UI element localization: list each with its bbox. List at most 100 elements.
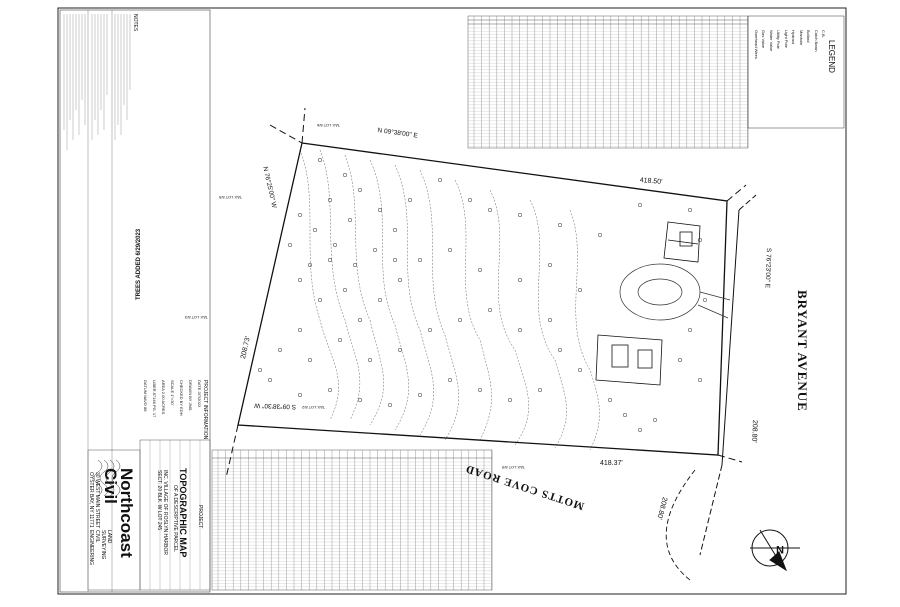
legend-item: Gas Valve: [761, 30, 766, 49]
tree-icon: [277, 347, 283, 353]
tree-icon: [392, 257, 398, 263]
tree-icon: [307, 262, 313, 268]
tree-icon: [317, 157, 323, 163]
tree-icon: [357, 187, 363, 193]
tree-icon: [447, 377, 453, 383]
tree-icon: [372, 247, 378, 253]
tree-icon: [517, 327, 523, 333]
project-info-row: DRAWN BY JMS: [188, 380, 193, 411]
tree-icon: [597, 232, 603, 238]
bearing-east: S 76°23'00" E: [763, 247, 772, 289]
distance-right: 208.80': [750, 419, 758, 443]
tree-icon: [377, 297, 383, 303]
house-south: [595, 334, 663, 386]
tree-icon: [577, 287, 583, 293]
project-info-row: DATUM NAVD 88: [143, 380, 148, 412]
tree-icon: [387, 402, 393, 408]
tree-icon: [342, 287, 348, 293]
tree-icon: [652, 417, 658, 423]
legend-item: Utility Pole: [776, 30, 781, 49]
tree-icon: [297, 212, 303, 218]
tree-icon: [457, 317, 463, 323]
legend-item: Catch Basin: [813, 30, 819, 52]
tree-icon: [447, 247, 453, 253]
tree-icon: [697, 377, 703, 383]
tree-icon: [287, 242, 293, 248]
tree-icon: [397, 277, 403, 283]
company-tagline-3: CIVIL: [94, 530, 100, 543]
tree-icon: [367, 357, 373, 363]
company-address-1: 30 WEST MAIN STREET: [94, 472, 100, 529]
tree-icon: [487, 307, 493, 313]
tree-icon: [392, 227, 398, 233]
project-heading: PROJECT: [197, 505, 203, 529]
project-info-row: SCALE 1"=30': [170, 380, 175, 406]
tree-icon: [327, 387, 333, 393]
tree-icon: [332, 242, 338, 248]
tree-icon: [557, 222, 563, 228]
tree-icon: [327, 197, 333, 203]
tree-icon: [547, 317, 553, 323]
tree-icon: [337, 337, 343, 343]
tree-icon: [357, 397, 363, 403]
tree-icon: [257, 367, 263, 373]
extension-lines: [225, 107, 747, 479]
bryant-avenue-road: [699, 194, 757, 556]
legend-item: C.B.: [821, 30, 826, 38]
tree-icon: [297, 277, 303, 283]
project-info-heading: PROJECT INFORMATION: [202, 380, 208, 440]
tree-icon: [417, 257, 423, 263]
table-bottom-rows: [212, 461, 492, 587]
location-line-2: SECT. 20 BLK. W LOT 245: [156, 470, 162, 531]
tree-icon: [622, 412, 628, 418]
company-tagline-1: LAND: [106, 530, 112, 544]
tree-icon: [352, 262, 358, 268]
road-label-bryant: BRYANT AVENUE: [795, 290, 810, 412]
table-top: [467, 15, 749, 149]
tree-icon: [397, 347, 403, 353]
notes-heading: NOTES: [132, 14, 138, 32]
tree-icon: [307, 357, 313, 363]
tree-icon: [357, 317, 363, 323]
tree-icon: [317, 297, 323, 303]
legend-item: Light Pole: [783, 30, 789, 48]
tree-icon: [347, 217, 353, 223]
tree-icon: [342, 172, 348, 178]
tree-icon: [487, 207, 493, 213]
north-arrow-icon: [750, 529, 800, 572]
project-info-row: AREA 2.00 ACRES: [161, 380, 166, 415]
tree-icon: [607, 397, 613, 403]
tree-icon: [547, 262, 553, 268]
company-logo-mark: [93, 459, 121, 497]
house-north: [663, 221, 701, 263]
tree-icon: [437, 177, 443, 183]
table-bottom-columns: [217, 450, 492, 590]
title-block-frame: [59, 9, 211, 593]
tree-icon: [312, 227, 318, 233]
north-label: N: [776, 543, 784, 555]
tree-icon: [467, 197, 473, 203]
legend-box: [747, 15, 845, 129]
trees-added-note: TREES ADDED 6/29/2023: [136, 228, 142, 300]
table-top-rows: [468, 27, 748, 147]
table-bottom-frame: [211, 449, 493, 591]
motts-cove-road-curve: [665, 469, 696, 581]
lot-label-1: TAX LOT 8/6: [317, 123, 340, 128]
tree-icon: [702, 297, 708, 303]
tree-icon: [477, 387, 483, 393]
notes-text-lines: [63, 14, 131, 150]
tree-icon: [517, 277, 523, 283]
tree-icon: [407, 197, 413, 203]
legend-item: Bollard: [806, 30, 811, 43]
tree-icon: [427, 327, 433, 333]
map-subtitle: OF A DESCRIPTIVE PARCEL: [172, 485, 178, 552]
table-top-columns: [473, 16, 748, 148]
contour-lines: [299, 149, 600, 451]
tree-icon: [417, 392, 423, 398]
tree-icon: [477, 267, 483, 273]
tree-icon: [687, 207, 693, 213]
lot-label-4: TAX LOT 8/2: [302, 405, 325, 410]
company-tagline-2: SURVEYING: [100, 530, 106, 560]
